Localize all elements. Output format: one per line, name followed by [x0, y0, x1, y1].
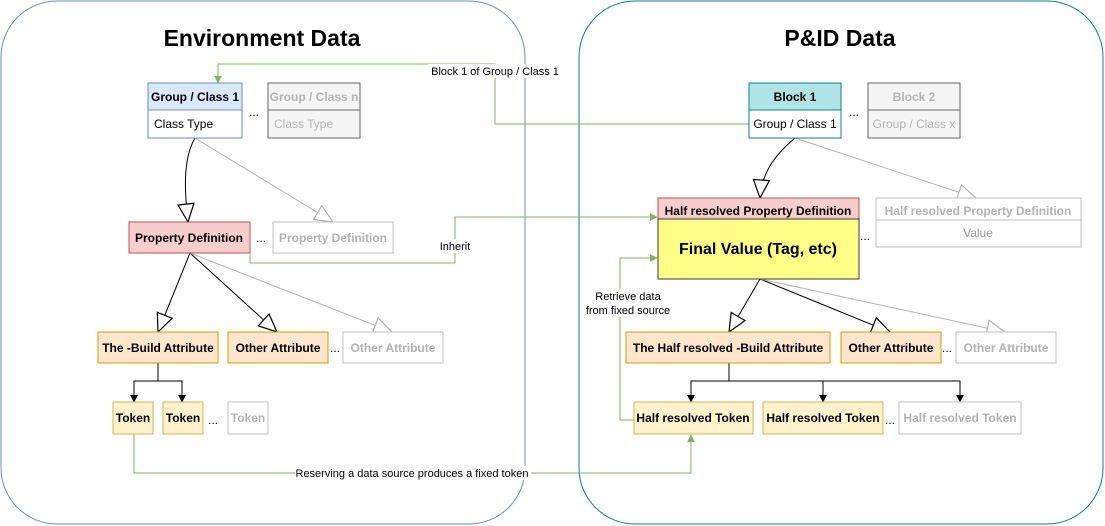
half-token-label-1: Half resolved Token	[636, 411, 749, 425]
edge-retrieve-data	[619, 254, 658, 421]
token-ghost-label: Token	[231, 411, 265, 425]
half-resolved-property-ghost-body: Value	[963, 226, 993, 240]
pid-other-attribute-node[interactable]: Other Attribute	[840, 331, 942, 364]
ellipsis: ...	[885, 413, 895, 427]
edge-inherit	[249, 213, 658, 264]
edge-label-block-reference: Block 1 of Group / Class 1	[431, 66, 559, 78]
ellipsis: ...	[330, 341, 340, 355]
ellipsis: ...	[942, 341, 952, 355]
edge-final-to-other-ghost	[759, 278, 1005, 332]
half-token-ghost-node[interactable]: Half resolved Token	[898, 401, 1022, 435]
half-resolved-property-ghost-header: Half resolved Property Definition	[885, 204, 1072, 218]
half-token-label-2: Half resolved Token	[766, 411, 879, 425]
token-node-2[interactable]: Token	[162, 401, 204, 435]
token-label-1: Token	[116, 411, 150, 425]
half-resolved-property-node[interactable]: Half resolved Property Definition Final …	[657, 197, 860, 280]
other-attribute-node[interactable]: Other Attribute	[227, 331, 329, 364]
ellipsis: ...	[256, 231, 266, 245]
half-resolved-property-ghost-node[interactable]: Half resolved Property Definition Value	[875, 197, 1082, 248]
edge-label-bg	[428, 64, 564, 78]
property-definition-ghost-label: Property Definition	[279, 231, 387, 245]
block-2-body: Group / Class x	[873, 117, 956, 131]
pid-other-attribute-label: Other Attribute	[849, 341, 934, 355]
pid-panel-title: P&ID Data	[784, 25, 895, 51]
edge-final-to-other	[759, 278, 890, 332]
ellipsis: ...	[860, 229, 870, 243]
other-attribute-ghost-label: Other Attribute	[351, 341, 436, 355]
half-resolved-property-header: Half resolved Property Definition	[665, 204, 852, 218]
edge-label-retrieve-line2: from fixed source	[586, 305, 670, 317]
group-class-n-node[interactable]: Group / Class n Class Type	[267, 82, 361, 139]
half-build-attribute-node[interactable]: The Half resolved -Build Attribute	[625, 331, 831, 364]
edge-label-bg	[584, 289, 674, 317]
ellipsis: ...	[849, 105, 859, 119]
block-2-node[interactable]: Block 2 Group / Class x	[867, 82, 961, 139]
group-class-1-header: Group / Class 1	[151, 90, 239, 104]
token-node-1[interactable]: Token	[112, 401, 154, 435]
final-value-label: Final Value (Tag, etc)	[679, 241, 837, 258]
edge-final-to-half-build	[729, 278, 761, 332]
environment-panel-title: Environment Data	[164, 25, 361, 51]
pid-other-attribute-ghost-label: Other Attribute	[964, 341, 1049, 355]
half-build-attribute-label: The Half resolved -Build Attribute	[633, 341, 824, 355]
half-token-node-1[interactable]: Half resolved Token	[633, 401, 754, 435]
token-ghost-node[interactable]: Token	[227, 401, 269, 435]
edge-label-reserving: Reserving a data source produces a fixed…	[296, 468, 529, 480]
edge-group-to-property	[185, 137, 196, 222]
edge-label-inherit: Inherit	[440, 241, 471, 253]
group-class-n-body: Class Type	[274, 117, 333, 131]
edge-label-retrieve-line1: Retrieve data	[595, 291, 661, 303]
edge-block-to-half-property-ghost	[794, 137, 976, 198]
other-attribute-ghost-node[interactable]: Other Attribute	[342, 331, 444, 364]
edge-property-to-other-ghost	[189, 252, 392, 332]
ellipsis: ...	[249, 105, 259, 119]
edge-block-to-half-property	[760, 137, 796, 198]
edge-group-to-property-ghost	[194, 137, 333, 222]
half-token-ghost-label: Half resolved Token	[903, 411, 1016, 425]
property-definition-ghost-node[interactable]: Property Definition	[272, 221, 394, 254]
block-1-body: Group / Class 1	[753, 117, 837, 131]
half-token-node-2[interactable]: Half resolved Token	[762, 401, 884, 435]
block-2-header: Block 2	[893, 90, 936, 104]
edge-label-bg	[436, 239, 474, 253]
edge-label-bg	[295, 466, 531, 480]
build-attribute-label: The -Build Attribute	[102, 341, 214, 355]
group-class-1-node[interactable]: Group / Class 1 Class Type	[147, 82, 243, 139]
group-class-1-body: Class Type	[154, 117, 213, 131]
build-attribute-node[interactable]: The -Build Attribute	[97, 331, 219, 364]
ellipsis: ...	[208, 413, 218, 427]
block-1-header: Block 1	[774, 90, 817, 104]
edge-property-to-build	[158, 252, 191, 332]
token-label-2: Token	[166, 411, 200, 425]
property-definition-label: Property Definition	[135, 231, 243, 245]
pid-other-attribute-ghost-node[interactable]: Other Attribute	[955, 331, 1057, 364]
other-attribute-label: Other Attribute	[236, 341, 321, 355]
block-1-node[interactable]: Block 1 Group / Class 1	[748, 82, 842, 139]
group-class-n-header: Group / Class n	[270, 90, 359, 104]
edge-build-to-tokens	[133, 363, 183, 401]
property-definition-node[interactable]: Property Definition	[128, 221, 251, 254]
edge-property-to-other	[189, 252, 277, 332]
